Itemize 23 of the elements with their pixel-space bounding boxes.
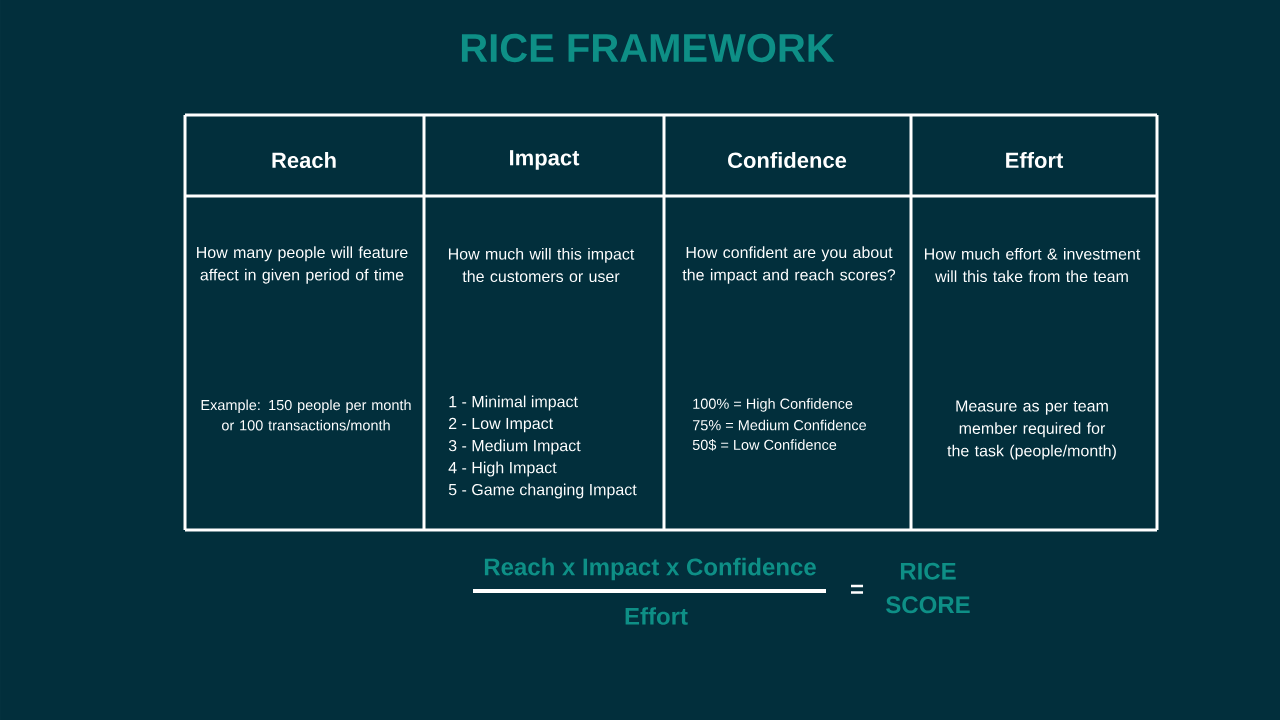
cell-text: How many people will feature affect in given period of time — [197, 246, 408, 284]
list-item: 5 - Game changing Impact — [448, 483, 637, 499]
column-header: Confidence — [728, 151, 847, 169]
list-item: 50$ = Low Confidence — [692, 439, 837, 451]
list-item: 1 - Minimal impact — [449, 395, 578, 411]
column-header: Reach — [272, 151, 336, 169]
list-item: 2 - Low Impact — [449, 417, 553, 433]
cell-text: How confident are you about the impact and reach scores? — [682, 246, 896, 284]
formula-result: RICE SCORE — [886, 562, 970, 614]
column-header: Effort — [1006, 151, 1064, 169]
list-item: 3 - Medium Impact — [448, 439, 581, 455]
title: RICE FRAMEWORK — [461, 33, 835, 63]
equals-sign: = — [851, 584, 864, 594]
cell-text: Example: 150 people per month or 100 transactions/month — [201, 399, 411, 431]
formula-numerator: Reach x Impact x Confidence — [484, 557, 816, 581]
column-header: Impact — [510, 150, 580, 170]
cell-text: How much will this impact the customers or user — [448, 247, 635, 283]
list-item: 75% = Medium Confidence — [692, 419, 866, 431]
cell-text: How much effort & investment will this take from the team — [925, 247, 1141, 283]
list-item: 4 - High Impact — [448, 461, 557, 477]
cell-text: Measure as per team member required for the task (people/month) — [947, 400, 1116, 460]
list-item: 100% = High Confidence — [693, 398, 853, 412]
formula-denominator: Effort — [625, 607, 688, 625]
